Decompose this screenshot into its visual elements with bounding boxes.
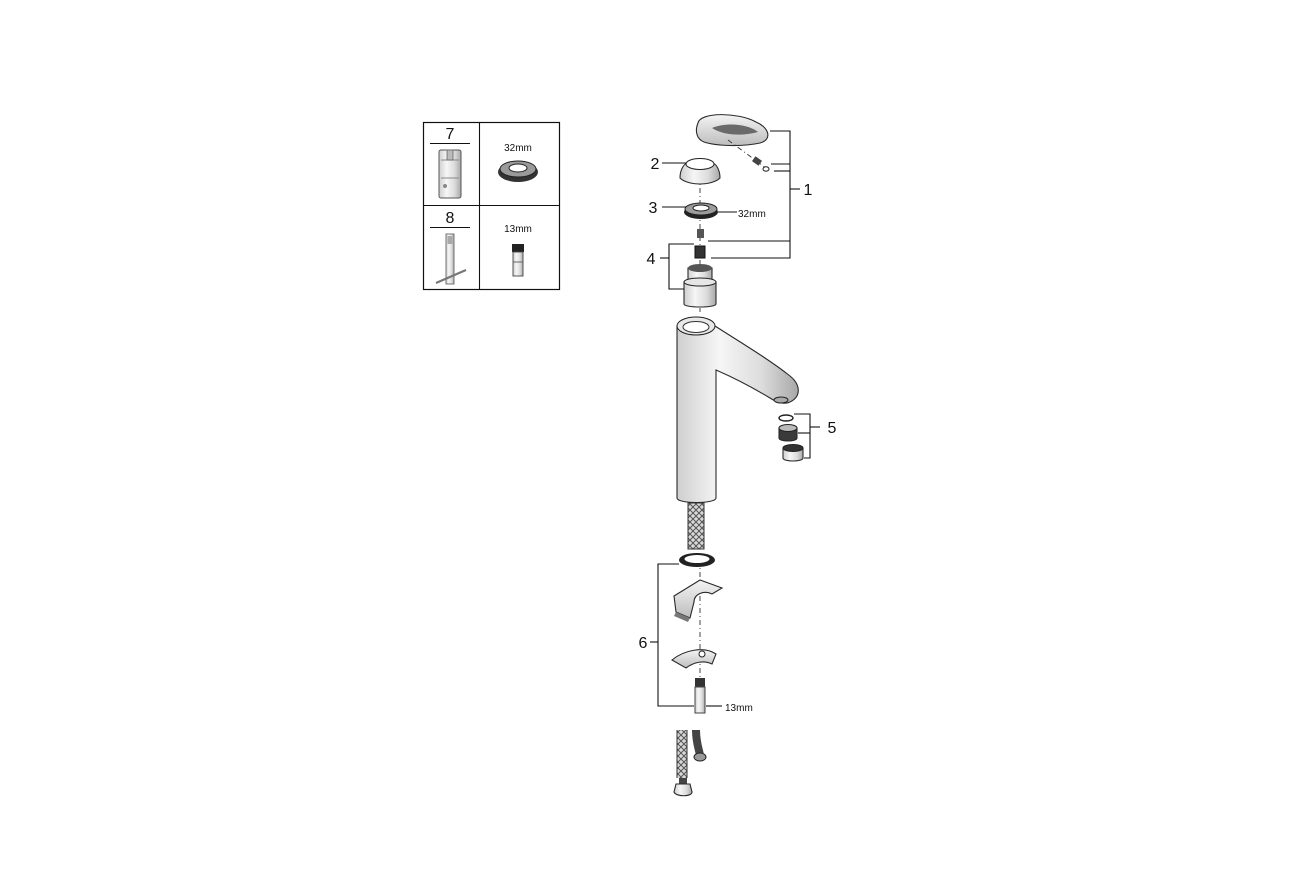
tool-8-size-label: 13mm [504,224,532,235]
mounting-size-label: 13mm [725,703,753,714]
callout-5: 5 [828,420,837,437]
callout-1: 1 [804,182,813,199]
spout-body-icon [676,316,799,504]
nut-wrench-icon [498,160,538,182]
supply-hose-icon [673,729,707,797]
nut-size-label: 32mm [738,209,766,220]
tool-panel: 7 32mm 8 13mm [422,121,561,291]
callout-6: 6 [639,635,648,652]
cover-cap-icon [679,158,721,185]
tool-8-number: 8 [446,210,455,227]
callout-4: 4 [647,251,656,268]
cartridge-nut-icon [684,202,718,219]
mounting-set-icon [671,553,724,714]
grub-screw-icon [752,156,770,172]
tool-7-number: 7 [446,126,455,143]
lever-handle-icon [695,114,770,172]
cartridge-tool-icon [438,149,462,199]
t-key-tool-icon [435,233,467,285]
callout-2: 2 [651,156,660,173]
cartridge-icon [683,229,717,308]
callout-3: 3 [649,200,658,217]
aerator-icon [778,414,804,462]
tool-7-size-label: 32mm [504,143,532,154]
socket-wrench-icon [512,244,524,277]
hose-stub-icon [687,502,705,550]
